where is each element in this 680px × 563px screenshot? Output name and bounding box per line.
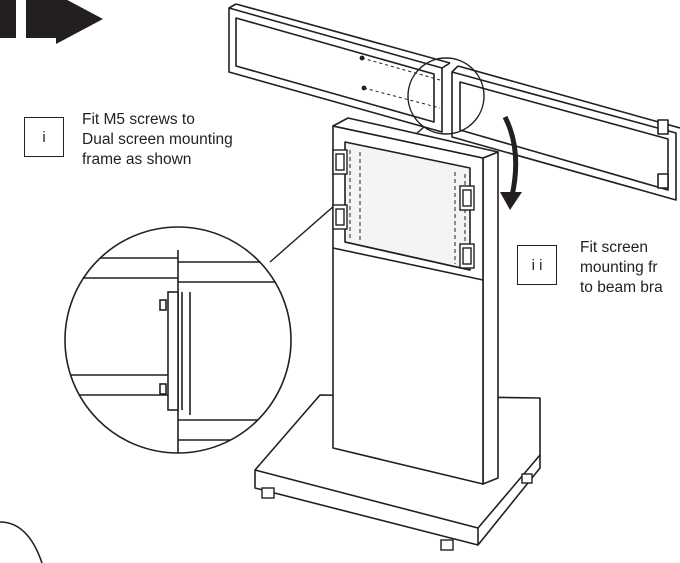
detail-magnified-view — [64, 226, 292, 454]
beam-brackets — [332, 149, 475, 269]
step-1-instruction: Fit M5 screws to Dual screen mounting fr… — [82, 111, 233, 168]
dual-screen-mounting-frame — [228, 3, 680, 201]
rotation-arrow-icon — [502, 115, 519, 197]
step-2-marker: i i — [517, 245, 557, 285]
next-detail-arc — [0, 521, 43, 563]
callout-ring — [407, 57, 485, 135]
step-2-instruction: Fit screen mounting fr to beam bra — [580, 239, 663, 296]
castor-wheels — [261, 473, 533, 551]
step-arrow-icon — [0, 0, 103, 44]
stand-column — [332, 117, 499, 485]
step-1-marker: i — [24, 117, 64, 157]
rotation-arrowhead-icon — [500, 192, 522, 210]
